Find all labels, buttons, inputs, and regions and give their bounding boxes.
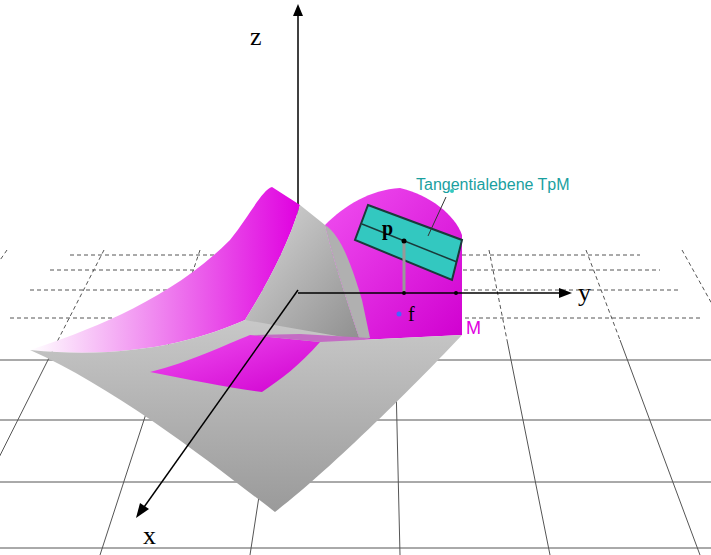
surface-label: M: [466, 318, 481, 339]
point-label: f: [408, 303, 415, 326]
plane-label: Tangentialebene TpM: [416, 176, 570, 194]
point-label: p: [382, 217, 393, 240]
axis-label: y: [578, 278, 591, 308]
axis-label: z: [250, 22, 262, 52]
axis-label: x: [143, 521, 156, 551]
